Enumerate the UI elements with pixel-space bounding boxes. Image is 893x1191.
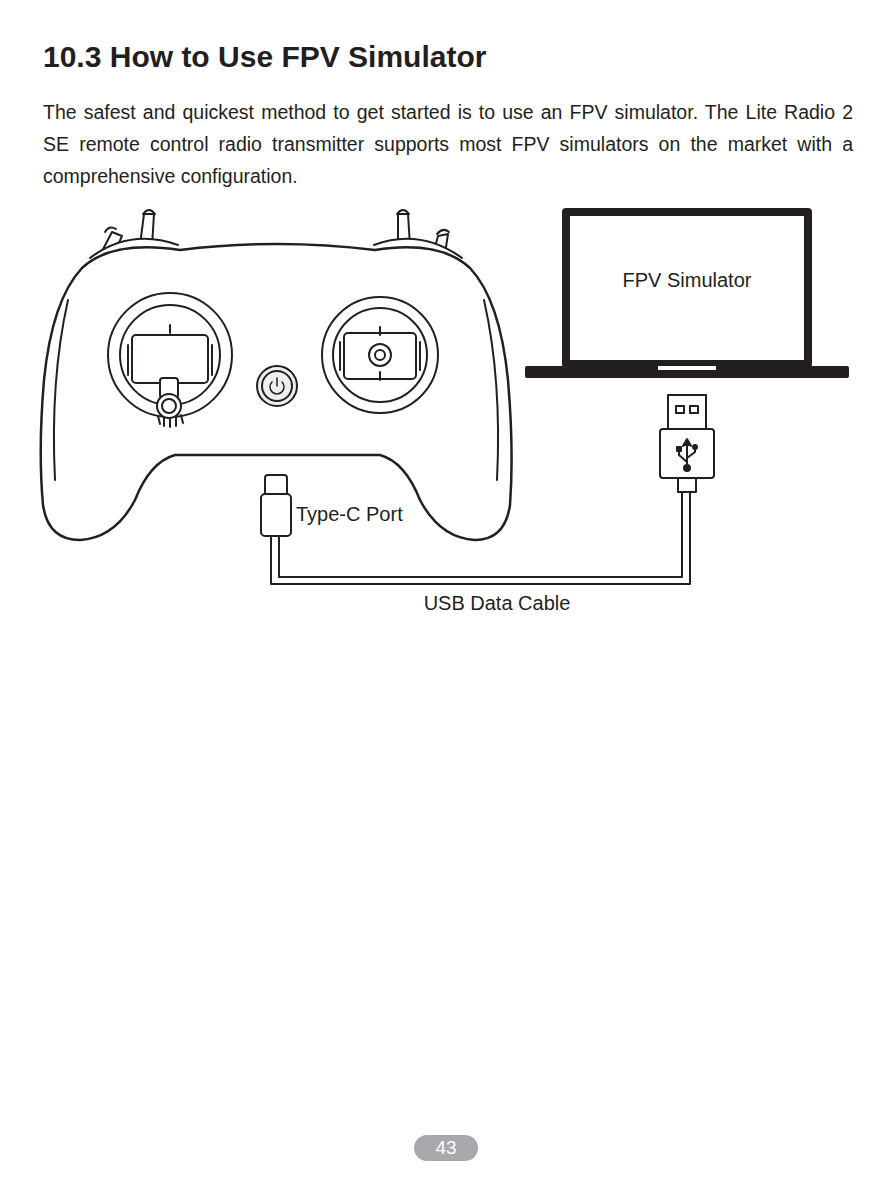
usb-a-plug	[660, 395, 714, 492]
laptop	[525, 212, 849, 378]
left-gimbal	[108, 293, 232, 427]
page-title: 10.3 How to Use FPV Simulator	[43, 40, 486, 74]
page-number: 43	[414, 1135, 478, 1161]
type-c-plug	[261, 475, 291, 536]
cable-label: USB Data Cable	[424, 592, 571, 615]
page-number-text: 43	[414, 1135, 478, 1161]
port-label: Type-C Port	[296, 503, 403, 526]
laptop-screen-text: FPV Simulator	[564, 269, 810, 292]
body-text: The safest and quickest method to get st…	[43, 96, 853, 192]
laptop-screen: FPV Simulator	[564, 216, 810, 360]
right-gimbal	[322, 297, 438, 413]
usb-cable	[271, 490, 690, 584]
controller-body	[41, 244, 512, 540]
power-button	[257, 366, 297, 406]
